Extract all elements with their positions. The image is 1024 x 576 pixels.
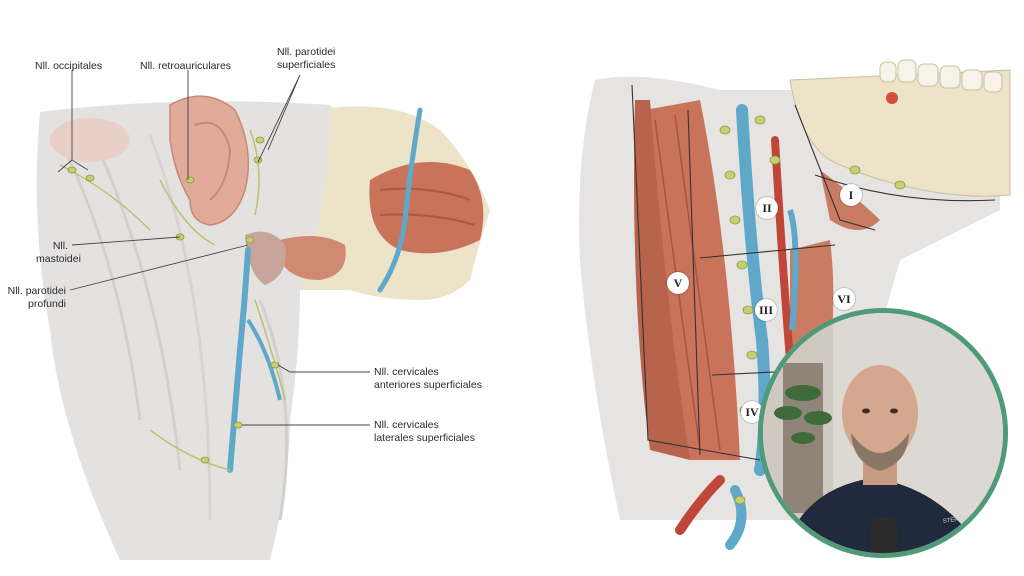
level-V-marker: V xyxy=(667,272,689,294)
label-nll-cervicales-laterales: Nll. cervicales laterales superficiales xyxy=(374,419,475,444)
sternocleidomastoid xyxy=(645,100,740,460)
level-II-marker: II xyxy=(756,197,778,219)
label-nll-occipitales: Nll. occipitales xyxy=(35,60,103,72)
label-nll-parotidei-superficiales: Nll. parotidei superficiales xyxy=(277,46,336,71)
brachiocephalic-vein xyxy=(725,485,747,550)
label-nll-retroauriculares: Nll. retroauriculares xyxy=(140,60,232,72)
parotid-gland xyxy=(245,231,286,285)
webcam-overlay: STEREOLOGIA xyxy=(758,308,1008,558)
external-jugular-vein xyxy=(227,247,251,473)
subclavian-artery xyxy=(675,475,725,535)
ear xyxy=(169,95,250,226)
label-nll-parotidei-profundi: Nll. parotidei profundi xyxy=(7,285,66,310)
common-carotid xyxy=(771,136,794,364)
level-III-marker: III xyxy=(755,299,777,321)
level-IV-marker: IV xyxy=(741,401,763,423)
mandible xyxy=(789,69,1011,197)
left-anatomy-illustration xyxy=(36,70,490,560)
masseter xyxy=(280,236,346,280)
label-nll-cervicales-anteriores: Nll. cervicales anteriores superficiales xyxy=(374,366,482,391)
right-anatomy-illustration xyxy=(579,59,1011,550)
level-I-marker: I xyxy=(840,184,862,206)
trapezius-region xyxy=(634,100,690,460)
facial-muscles xyxy=(369,162,484,254)
neck-skin xyxy=(36,101,351,560)
label-nll-mastoidei: Nll. mastoidei xyxy=(36,240,81,265)
level-VI-marker: VI xyxy=(833,288,855,310)
presenter-video: STEREOLOGIA xyxy=(763,313,1003,553)
facial-vein xyxy=(377,107,423,293)
shirt-text: STEREOLOGIA xyxy=(942,513,985,525)
